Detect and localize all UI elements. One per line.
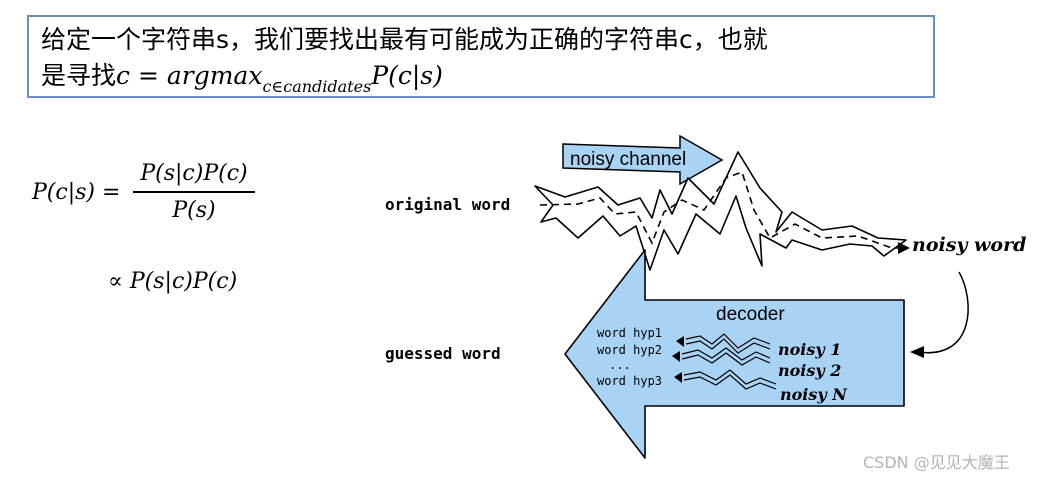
guessed-word-label: guessed word [385,344,501,363]
noisy-output-2: noisy 2 [778,361,842,380]
equation-proportional: ∝ P(s|c)P(c) [108,269,238,294]
noisy-channel-arrow [562,134,724,186]
argmax-formula: c = argmax [116,61,263,90]
equation-fraction: P(s|c)P(c) P(s) [133,160,255,225]
word-hyp-3: word hyp3 [597,374,663,388]
hypothesis-strip-arrowheads [672,336,684,383]
equation-denominator: P(s) [172,197,216,223]
fraction-bar [133,191,255,193]
argmax-subscript: c∈candidates [262,77,372,96]
word-hyp-2: word hyp2 [597,343,663,357]
equation-numerator: P(s|c)P(c) [140,161,248,186]
problem-statement-line1: 给定一个字符串s，我们要找出最有可能成为正确的字符串c，也就 [41,25,768,54]
noisy-channel-label: noisy channel [570,149,687,170]
channel-arrowhead [898,242,910,254]
word-hyp-1: word hyp1 [597,326,663,340]
problem-statement-line2: 是寻找c = argmaxc∈candidatesP(c|s) [41,61,443,102]
word-hyp-ellipsis: ... [609,358,631,372]
channel-path-dashed [539,170,906,249]
feedback-arrowhead [910,346,924,358]
equation-lhs: P(c|s) = [32,180,121,205]
original-word-label: original word [385,195,511,214]
noisy-word-label: noisy word [912,234,1027,256]
line2-prefix: 是寻找 [41,61,117,90]
problem-statement-box: 给定一个字符串s，我们要找出最有可能成为正确的字符串c，也就 是寻找c = ar… [27,15,935,98]
noisy-output-n: noisy N [780,385,847,404]
noisy-output-1: noisy 1 [778,340,842,359]
decoder-label: decoder [716,304,785,325]
argmax-tail: P(c|s) [371,61,443,90]
csdn-watermark: CSDN @见见大魔王 [863,453,1010,472]
noisy-channel-band [534,151,907,271]
feedback-curve [917,271,969,354]
hypothesis-strips [681,333,777,390]
